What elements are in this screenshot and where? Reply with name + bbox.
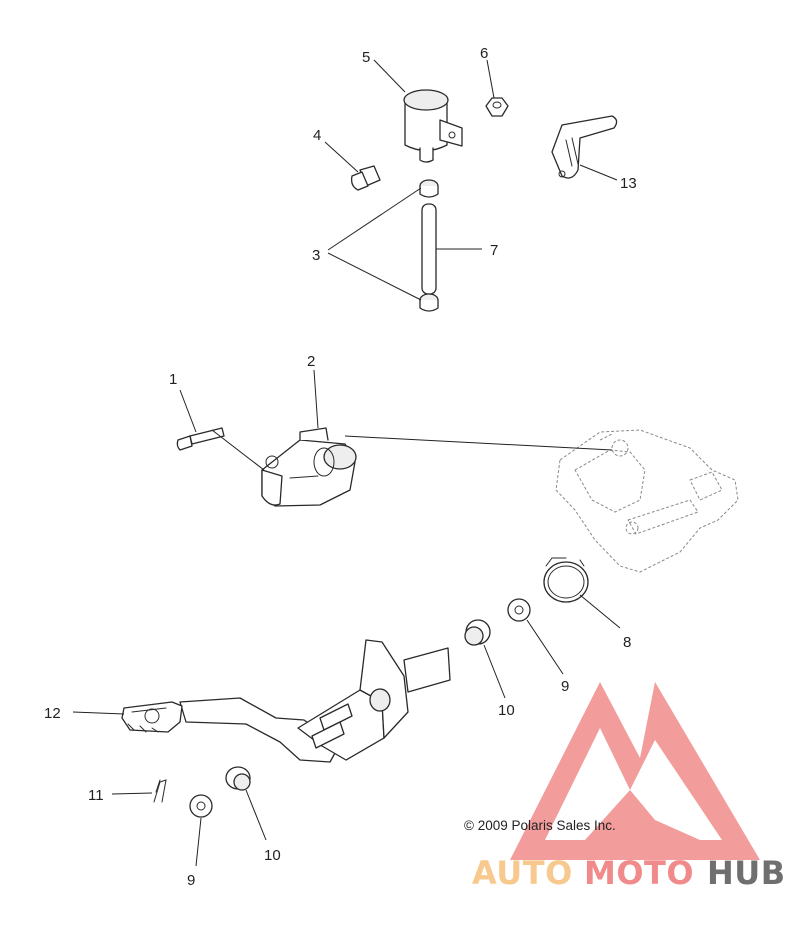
- part-1-bolt: [176, 427, 225, 451]
- part-5-fluid-reservoir: [403, 89, 463, 163]
- callout-10-left: 10: [264, 847, 281, 864]
- ghost-mounting-bracket: [555, 429, 739, 573]
- part-11-cotter-pin: [153, 779, 167, 803]
- callout-10-right: 10: [498, 702, 515, 719]
- callout-3: 3: [312, 247, 320, 264]
- part-4-bolt: [350, 165, 381, 191]
- watermark-text-auto: AUTO: [472, 854, 573, 892]
- callout-4: 4: [313, 127, 321, 144]
- callout-8: 8: [623, 634, 631, 651]
- callout-2: 2: [307, 353, 315, 370]
- copyright-text: © 2009 Polaris Sales Inc.: [464, 818, 616, 833]
- part-10-bushing-right: [464, 619, 491, 646]
- part-8-spring: [543, 557, 589, 603]
- part-9-washer-right: [507, 598, 531, 622]
- callout-6: 6: [480, 45, 488, 62]
- watermark-logo: [510, 682, 760, 860]
- watermark-text-moto: MOTO: [584, 854, 694, 892]
- part-12-brake-pedal: [121, 639, 451, 763]
- callout-11: 11: [88, 787, 104, 804]
- callout-7: 7: [490, 242, 498, 259]
- part-3-clamp-bottom: [419, 293, 439, 312]
- callout-9-right: 9: [561, 678, 569, 695]
- part-9-washer-left: [189, 794, 213, 818]
- leader-lines: [72, 59, 621, 867]
- callout-1: 1: [169, 371, 177, 388]
- callout-5: 5: [362, 49, 370, 66]
- part-13-bracket: [551, 115, 618, 179]
- callout-9-left: 9: [187, 872, 195, 889]
- part-2-master-cylinder: [261, 427, 357, 507]
- part-6-nut: [485, 97, 509, 117]
- callout-12: 12: [44, 705, 61, 722]
- part-10-bushing-left: [225, 766, 251, 791]
- part-3-clamp-top: [419, 179, 439, 198]
- watermark-text-hub: HUB: [707, 854, 786, 892]
- part-7-hose: [421, 203, 437, 295]
- callout-13: 13: [620, 175, 637, 192]
